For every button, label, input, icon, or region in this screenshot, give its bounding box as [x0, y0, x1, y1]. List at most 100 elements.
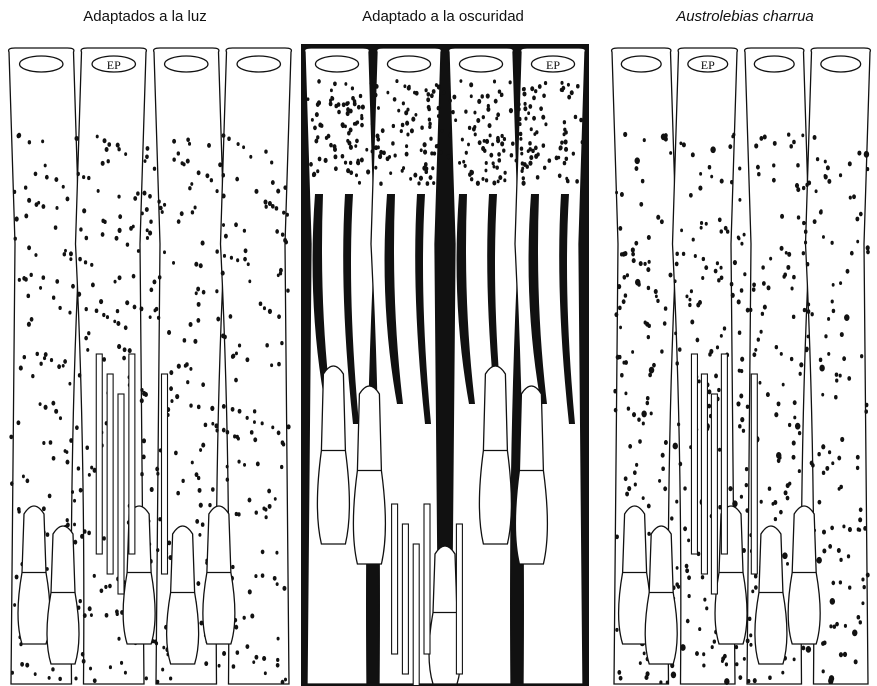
pigment-granule [429, 175, 433, 180]
pigment-granule [77, 292, 81, 297]
pigment-granule [235, 351, 238, 355]
pigment-granule [542, 93, 546, 98]
pigment-granule [735, 662, 738, 666]
pigment-granule [84, 336, 88, 341]
pigment-granule [231, 565, 234, 569]
pigment-granule [675, 252, 678, 256]
pigment-granule [268, 504, 272, 509]
pigment-granule [199, 263, 203, 268]
pigment-granule [576, 84, 580, 88]
pigment-granule [124, 152, 127, 156]
pigment-granule [631, 247, 635, 252]
pigment-granule [654, 289, 658, 294]
pigment-granule [264, 671, 267, 675]
pigment-granule [157, 199, 160, 203]
pigment-granule [728, 486, 732, 491]
pigment-granule [509, 80, 512, 84]
pigment-granule [68, 311, 71, 315]
pigment-granule [68, 382, 71, 386]
pigment-granule [648, 260, 651, 264]
pigment-granule [449, 133, 452, 137]
pigment-granule [863, 526, 867, 531]
pigment-granule [167, 330, 171, 335]
pigment-granule [226, 478, 229, 482]
pigment-granule [243, 257, 247, 262]
pigment-granule [485, 161, 488, 165]
pigment-granule [427, 92, 431, 96]
pigment-granule [476, 181, 480, 186]
pigment-granule [623, 132, 627, 137]
pigment-granule [156, 548, 159, 552]
pigment-granule [637, 417, 641, 421]
pigment-granule [754, 585, 758, 590]
pigment-granule [44, 164, 47, 168]
pigment-granule [243, 463, 246, 467]
pigment-granule [635, 157, 640, 164]
pigment-granule [801, 134, 804, 138]
pigment-granule [736, 401, 740, 406]
pigment-granule [863, 585, 866, 589]
pigment-granule [824, 174, 828, 179]
pigment-granule [277, 314, 281, 319]
pigment-granule [754, 143, 758, 148]
pigment-granule [564, 130, 568, 134]
pigment-granule [639, 202, 643, 207]
pigment-granule [659, 680, 662, 684]
pigment-granule [236, 258, 239, 262]
pigment-granule [117, 195, 120, 199]
pigment-granule [840, 332, 844, 337]
pigment-granule [199, 503, 203, 508]
pigment-granule [389, 171, 392, 175]
pigment-granule [374, 93, 378, 98]
pigment-granule [625, 492, 629, 497]
pigment-granule [271, 180, 275, 185]
pigment-granule [787, 133, 790, 137]
pigment-granule [806, 646, 811, 653]
pigment-granule [273, 576, 277, 581]
pigment-granule [394, 153, 397, 157]
pigment-granule [451, 110, 454, 114]
pigment-granule [696, 302, 700, 307]
pigment-granule [13, 190, 16, 194]
pigment-granule [503, 178, 506, 182]
pigment-granule [369, 81, 373, 86]
pigment-granule [54, 177, 58, 182]
pigment-granule [815, 189, 818, 193]
pigment-granule [349, 145, 353, 150]
pigment-granule [189, 404, 192, 408]
pigment-granule [64, 249, 67, 253]
pigment-granule [790, 357, 793, 361]
pigment-granule [864, 409, 868, 413]
pigment-granule [829, 624, 832, 628]
pigment-granule [73, 523, 76, 527]
pigment-granule [772, 178, 776, 183]
pigment-granule [282, 586, 286, 591]
pigment-granule [248, 498, 252, 503]
pigment-granule [221, 271, 225, 276]
pigment-granule [725, 662, 728, 666]
pigment-granule [718, 448, 721, 452]
pigment-granule [690, 320, 694, 325]
pigment-granule [211, 487, 215, 491]
pigment-granule [465, 151, 468, 155]
pigment-granule [365, 148, 368, 152]
pigment-granule [125, 300, 129, 305]
pigment-granule [359, 94, 362, 98]
pigment-granule [813, 135, 817, 140]
pigment-granule [751, 589, 754, 593]
pigment-granule [537, 152, 540, 156]
pigment-granule [861, 578, 864, 582]
pigment-granule [100, 588, 104, 593]
pigment-granule [275, 229, 279, 234]
pigment-granule [115, 609, 119, 614]
pigment-granule [804, 240, 807, 244]
pigment-granule [831, 461, 834, 465]
pigment-granule [797, 215, 800, 219]
retina-diagram-species: EP [608, 44, 874, 686]
pigment-granule [183, 338, 187, 342]
pigment-granule [866, 573, 870, 578]
pigment-granule [685, 564, 689, 569]
pigment-granule [101, 161, 105, 166]
pigment-granule [420, 148, 423, 152]
pigment-granule [52, 456, 56, 461]
